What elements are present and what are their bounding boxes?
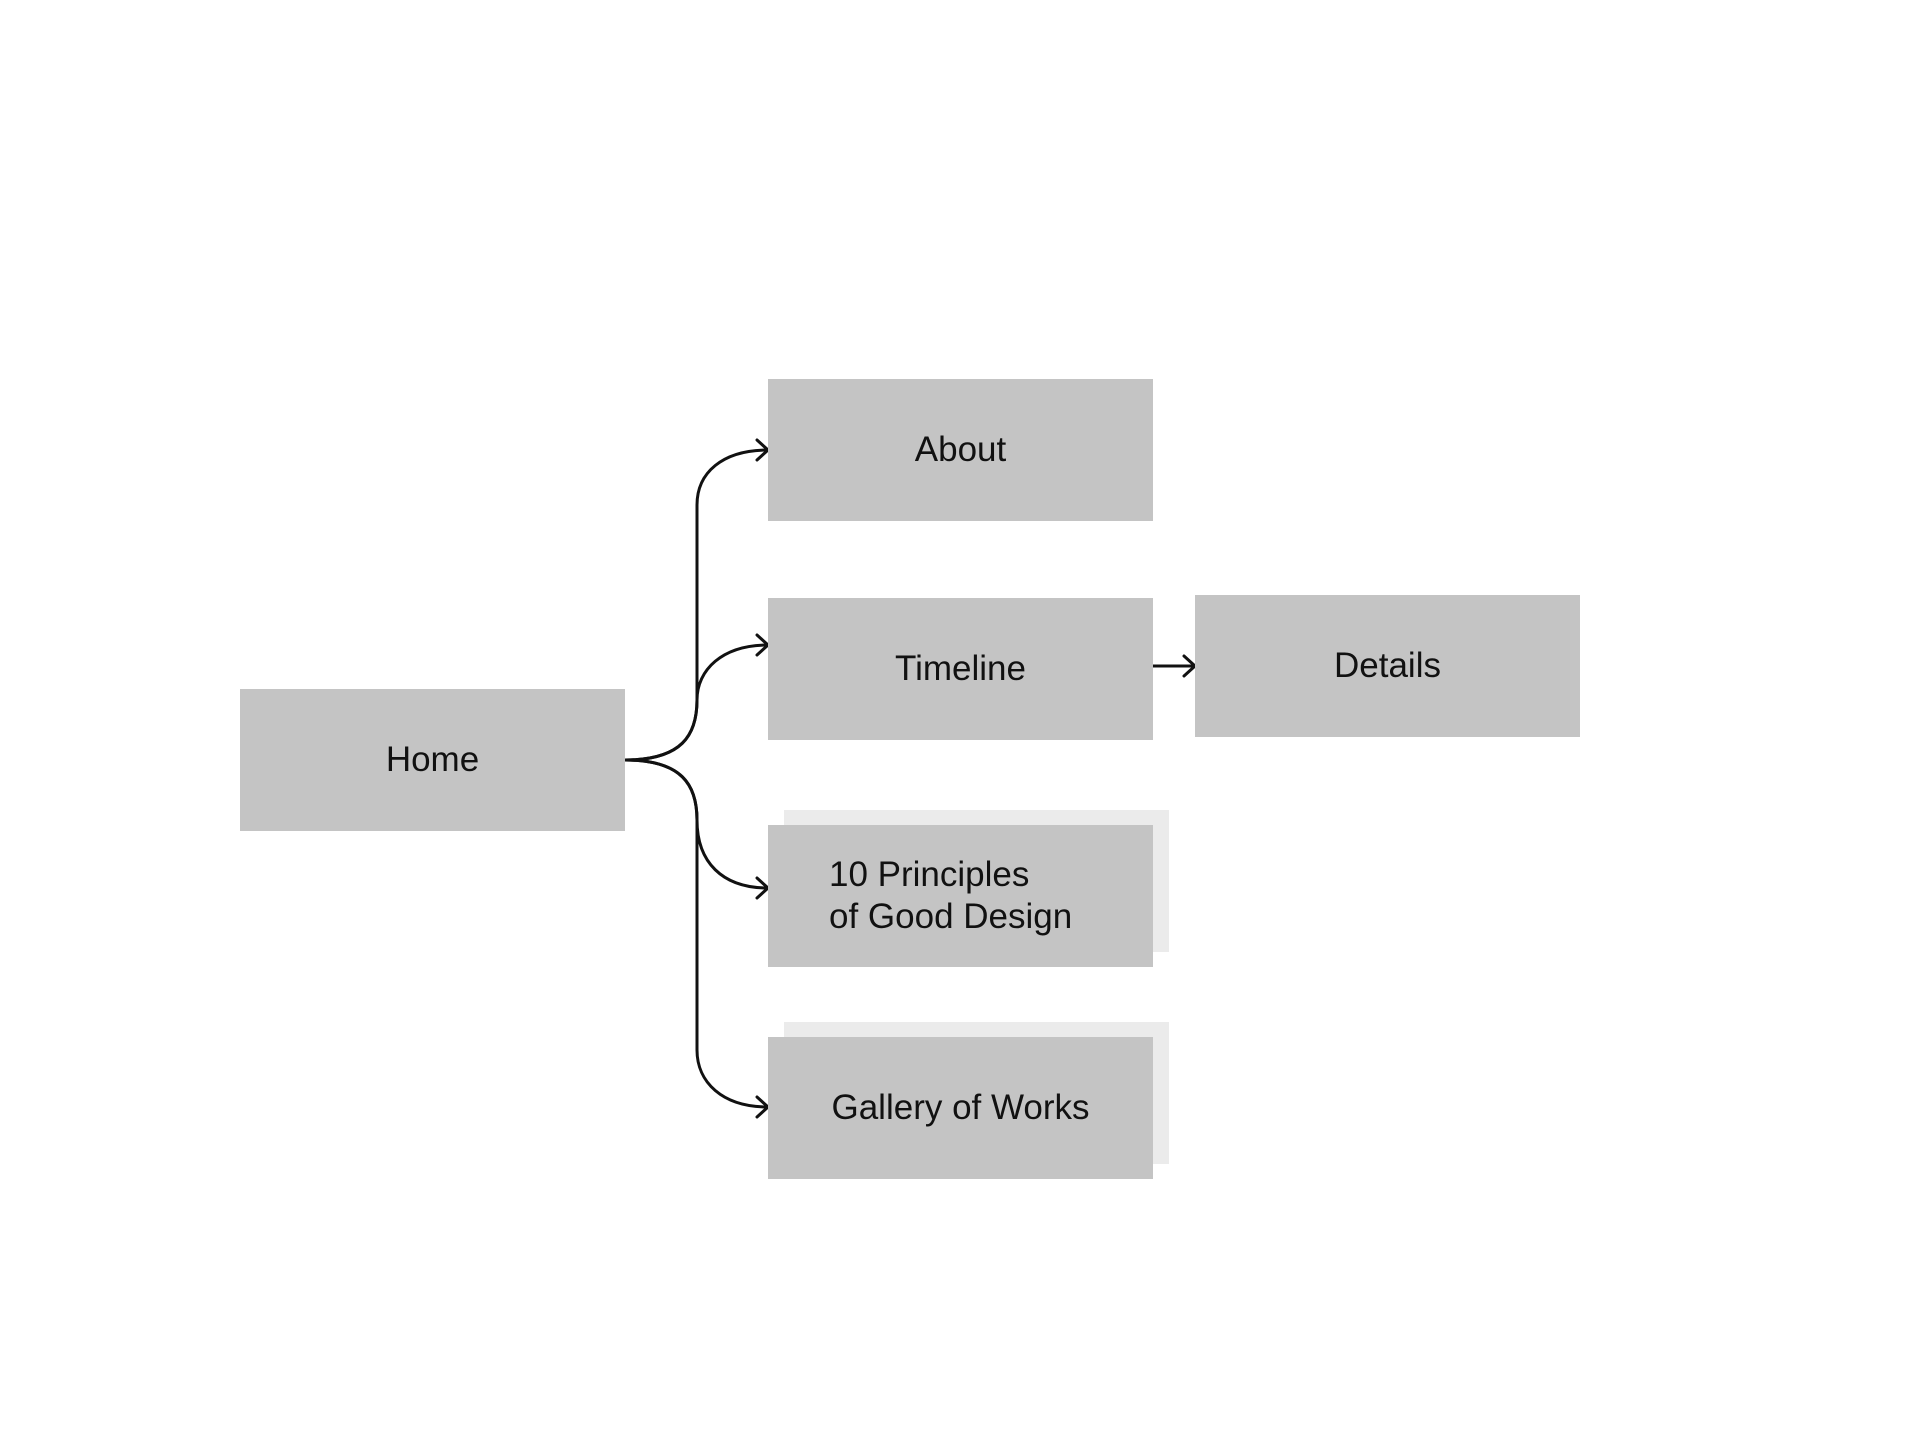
node-details: Details xyxy=(1195,595,1580,737)
arrowhead-gallery xyxy=(755,1095,770,1119)
node-gallery: Gallery of Works xyxy=(768,1037,1153,1179)
arrowhead-details xyxy=(1182,654,1197,678)
node-about: About xyxy=(768,379,1153,521)
node-about-label: About xyxy=(914,430,1007,469)
connector-home-gallery xyxy=(623,758,770,1109)
node-principles: 10 Principles of Good Design xyxy=(768,825,1153,967)
node-principles-label-line1: 10 Principles xyxy=(829,855,1030,894)
connector-home-principles xyxy=(623,758,770,890)
node-timeline-label: Timeline xyxy=(895,649,1026,688)
arrowhead-about xyxy=(755,438,770,462)
node-home-label: Home xyxy=(385,740,480,779)
arrowhead-principles xyxy=(755,876,770,900)
connector-home-timeline xyxy=(623,643,770,762)
node-principles-label: 10 Principles of Good Design xyxy=(829,854,1072,938)
node-details-label: Details xyxy=(1334,646,1441,685)
node-gallery-label: Gallery of Works xyxy=(831,1088,1090,1127)
node-home: Home xyxy=(240,689,625,831)
connector-home-about xyxy=(623,448,770,762)
node-principles-label-line2: of Good Design xyxy=(829,897,1073,936)
node-timeline: Timeline xyxy=(768,598,1153,740)
arrowhead-timeline xyxy=(755,633,770,657)
